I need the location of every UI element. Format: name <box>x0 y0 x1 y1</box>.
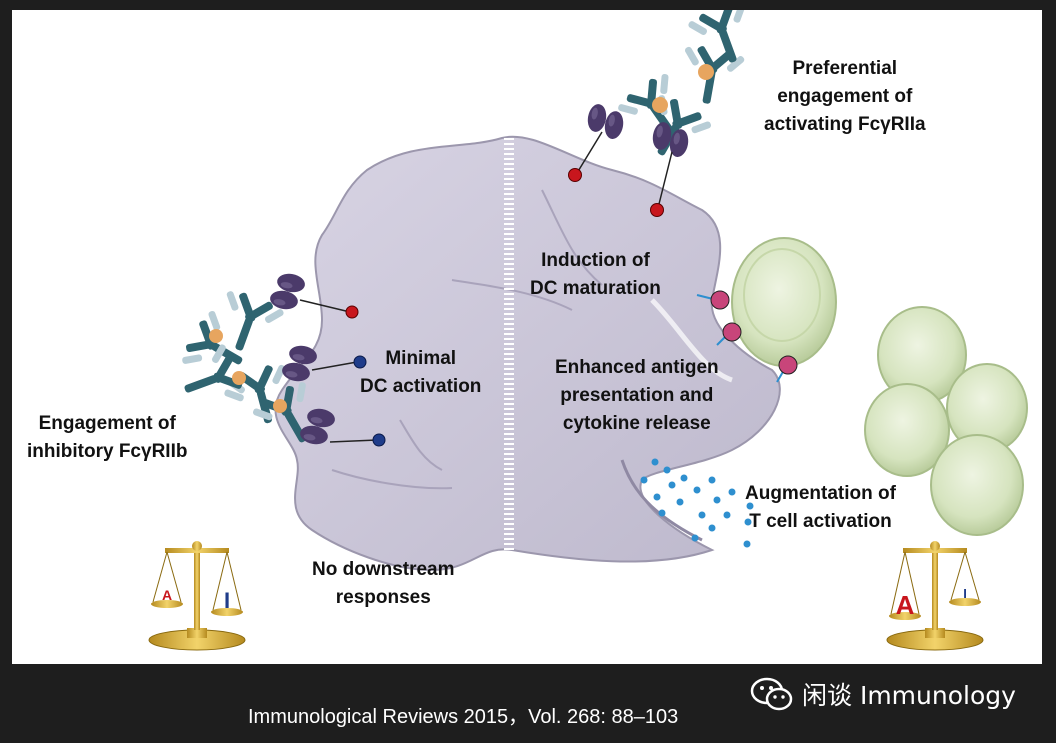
cytokine-dots <box>640 458 754 548</box>
t-cell-contact <box>696 237 837 383</box>
t-cell-cluster <box>864 306 1028 536</box>
label-induction-dc-maturation: Induction of DC maturation <box>530 250 661 299</box>
balance-scale-right: A I <box>886 541 984 651</box>
immune-complex-top <box>568 0 764 217</box>
immune-complex-left <box>174 270 386 458</box>
citation: Immunological Reviews 2015，Vol. 268: 88–… <box>248 706 679 728</box>
scale-left-a: A <box>162 587 172 603</box>
label-inhibitory-engagement: Engagement of inhibitory FcγRIIb <box>27 413 188 462</box>
dc-fc-receptor-diagram: A I A I <box>148 0 1028 651</box>
wechat-icon <box>750 677 793 711</box>
balance-scale-left: A I <box>148 541 246 651</box>
watermark-text: 闲谈 Immunology <box>802 681 1016 710</box>
diagram-panel: A I A I Preferential <box>12 0 1042 664</box>
label-augmentation-t-cell: Augmentation of T cell activation <box>745 483 896 532</box>
label-enhanced-antigen-presentation: Enhanced antigen presentation and cytoki… <box>555 357 719 434</box>
label-no-downstream-responses: No downstream responses <box>312 559 455 608</box>
scale-left-i: I <box>224 588 230 613</box>
label-preferential-engagement: Preferential engagement of activating Fc… <box>764 58 926 135</box>
watermark: 闲谈 Immunology <box>750 676 1016 712</box>
label-minimal-dc-activation: Minimal DC activation <box>360 348 482 397</box>
scale-right-a: A <box>896 590 915 620</box>
scale-right-i: I <box>963 586 967 601</box>
